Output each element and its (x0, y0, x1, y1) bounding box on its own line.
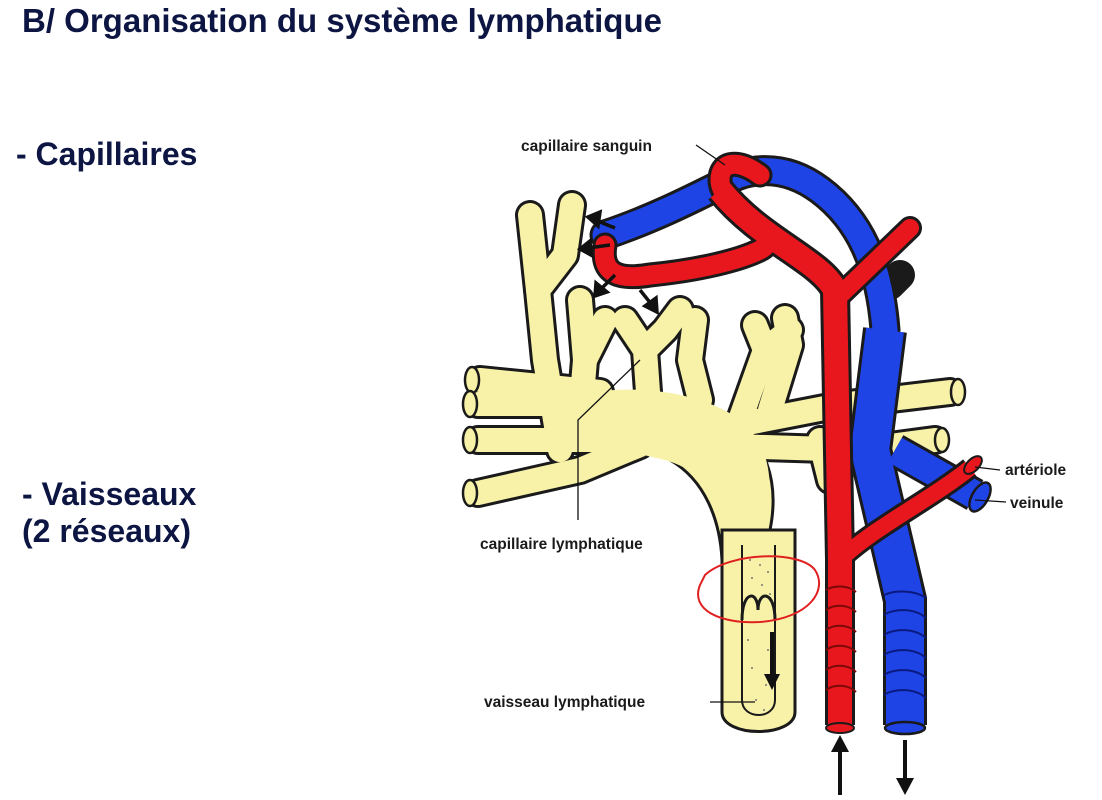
bullet-reseaux: (2 réseaux) (22, 513, 191, 549)
label-vaisseau-lymphatique: vaisseau lymphatique (484, 694, 645, 711)
arteriole (591, 151, 983, 734)
lymphatic-network (461, 190, 967, 562)
bullet-capillaires: - Capillaires (16, 136, 198, 172)
page-title: B/ Organisation du système lymphatique (22, 2, 662, 39)
label-capillaire-lymphatique: capillaire lymphatique (480, 536, 643, 553)
label-capillaire-sanguin: capillaire sanguin (521, 138, 652, 155)
blood-flow-arrows (831, 735, 914, 795)
exchange-arrows (576, 209, 659, 315)
label-arteriole: artériole (1005, 462, 1067, 479)
lymphatic-valve (740, 594, 777, 621)
leader-lines (577, 144, 1007, 703)
lymphatic-vessel (720, 528, 797, 733)
annotation-circle (697, 555, 821, 624)
bullet-vaisseaux: - Vaisseaux (22, 476, 197, 512)
label-veinule: veinule (1010, 495, 1064, 512)
